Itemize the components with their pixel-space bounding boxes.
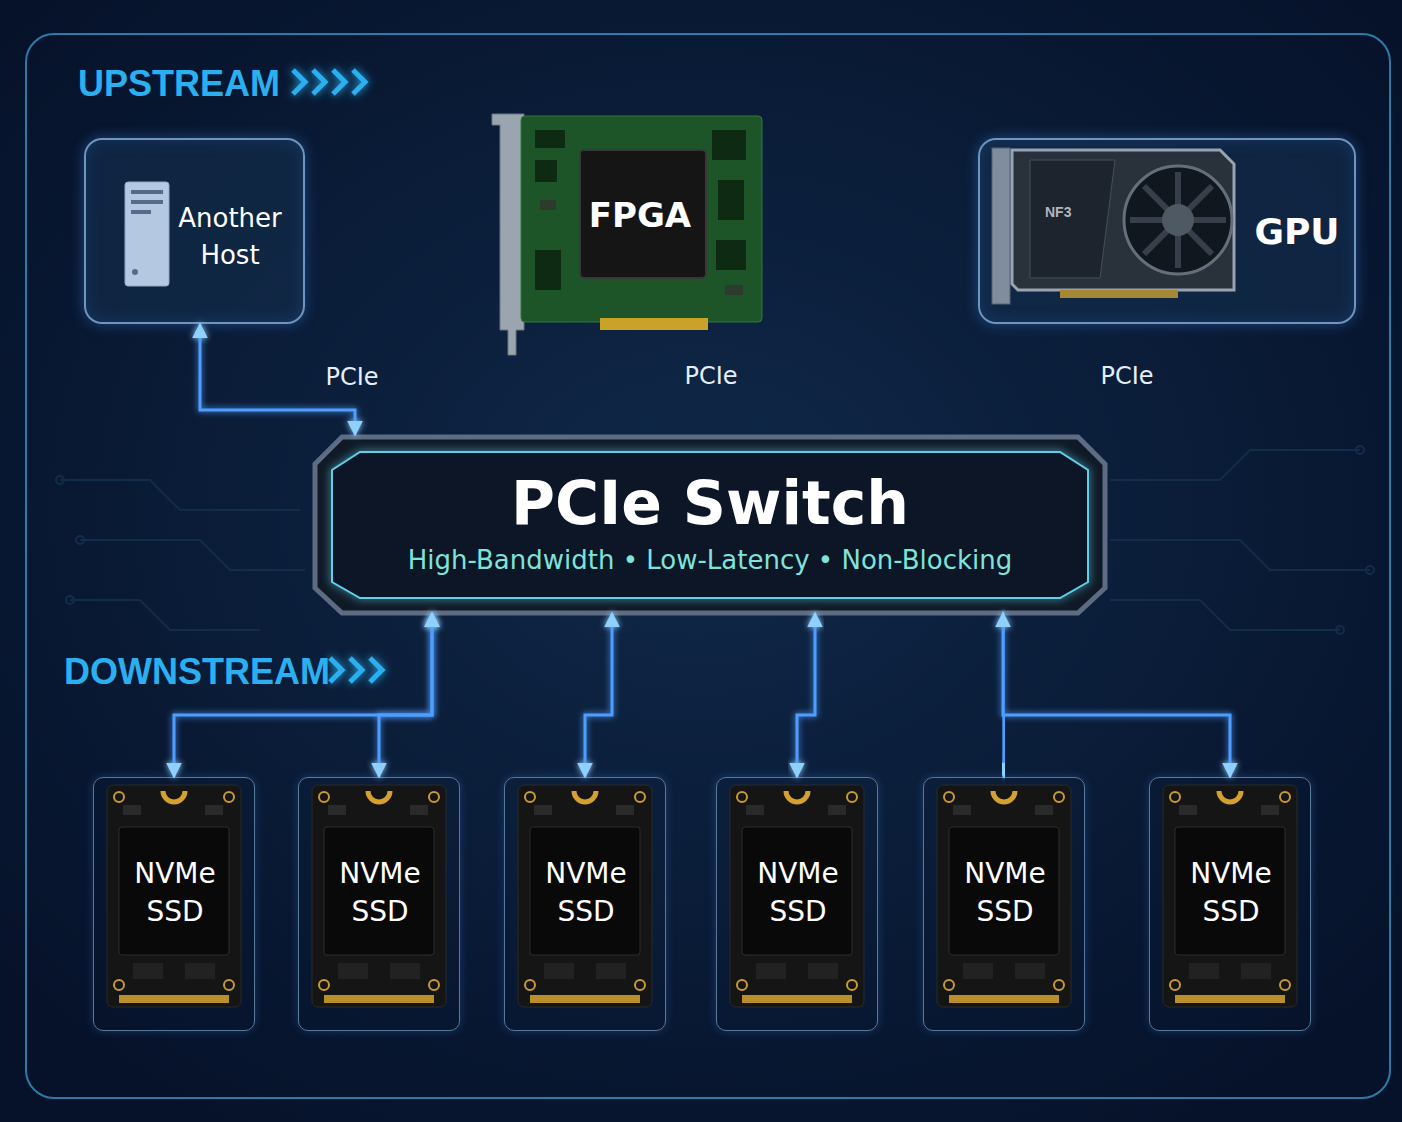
fpga-card: FPGA xyxy=(490,112,762,334)
nvme-ssd: NVMe SSD xyxy=(716,777,878,1031)
pcie-link xyxy=(652,334,655,435)
host-box: Another Host xyxy=(84,138,305,324)
gpu-model-mark: NF3 xyxy=(1045,204,1071,221)
node-title: GPU xyxy=(1242,210,1352,254)
link-label: PCIe xyxy=(684,362,737,390)
node-title: NVMe SSD xyxy=(738,855,858,931)
node-title: NVMe SSD xyxy=(320,855,440,931)
section-heading: UPSTREAM xyxy=(78,62,280,105)
node-subtitle: High-Bandwidth • Low-Latency • Non-Block… xyxy=(315,544,1105,576)
link-label: PCIe xyxy=(1100,362,1153,390)
nvme-ssd: NVMe SSD xyxy=(298,777,460,1031)
pcie-link xyxy=(1003,613,1004,777)
pcie-link xyxy=(797,613,815,777)
node-title: PCIe Switch xyxy=(315,467,1105,539)
node-title: NVMe SSD xyxy=(945,855,1065,931)
node-title: FPGA xyxy=(580,194,700,236)
gpu-box: GPU xyxy=(978,138,1356,324)
nvme-ssd: NVMe SSD xyxy=(504,777,666,1031)
node-title: NVMe SSD xyxy=(526,855,646,931)
node-title: NVMe SSD xyxy=(1171,855,1291,931)
node-title: NVMe SSD xyxy=(115,855,235,931)
node-title: Another Host xyxy=(164,200,296,274)
section-heading: DOWNSTREAM xyxy=(64,650,330,693)
pcie-link xyxy=(1066,324,1069,435)
nvme-ssd: NVMe SSD xyxy=(1149,777,1311,1031)
pcie-link xyxy=(585,613,612,777)
nvme-ssd: NVMe SSD xyxy=(923,777,1085,1031)
pcie-link xyxy=(1003,613,1230,777)
pcie-link xyxy=(174,613,432,777)
link-label: PCIe xyxy=(325,363,378,391)
nvme-ssd: NVMe SSD xyxy=(93,777,255,1031)
pcie-switch: PCIe SwitchHigh-Bandwidth • Low-Latency … xyxy=(315,435,1105,613)
pcie-link xyxy=(379,613,432,777)
